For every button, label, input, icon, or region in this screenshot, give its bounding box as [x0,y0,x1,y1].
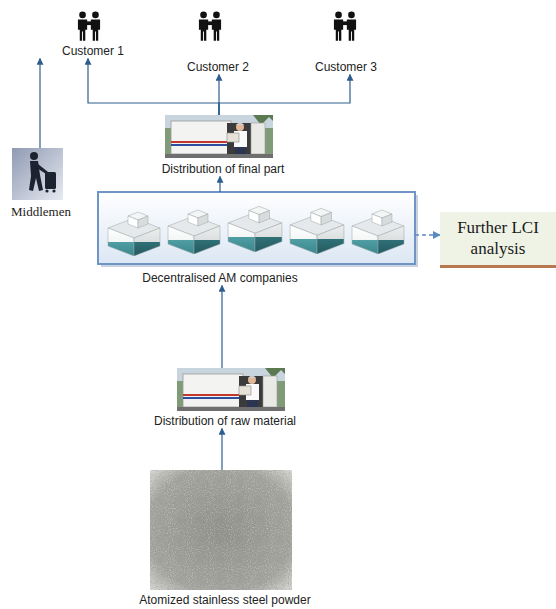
delivery-photo [177,368,285,411]
customer-node: Customer 2 [160,60,276,74]
customer-node: Customer 1 [30,44,156,58]
handshake-icon [334,12,356,41]
middlemen-node: Middlemen [0,148,82,220]
am-companies-box [98,192,418,267]
delivery-photo [165,115,273,158]
caption-text: Customer 2 [160,60,276,74]
caption-text: Customer 1 [30,44,156,58]
box-label: Further LCI analysis [444,218,552,259]
powder-photo [150,470,292,590]
customer-node: Customer 3 [288,60,404,74]
caption-text: Middlemen [0,204,82,220]
flow-arrow [221,285,222,368]
caption-text: Atomized stainless steel powder [112,593,338,607]
caption-text: Distribution of final part [140,162,306,176]
raw-material-node: Atomized stainless steel powder [112,470,338,607]
distribution-node: Distribution of raw material [132,368,318,428]
caption-text: Decentralised AM companies [100,271,340,285]
caption-text: Distribution of raw material [132,414,318,428]
distribution-node: Distribution of final part [140,115,306,176]
flow-arrow [39,58,40,148]
flow-arrow [219,176,220,192]
handshake-icon [78,12,100,41]
dashed-arrow [415,234,440,235]
flow-arrow [219,74,350,115]
caption-text: Customer 3 [288,60,404,74]
flow-arrow [221,428,222,470]
middlemen-photo [12,148,63,200]
analysis-box: Further LCI analysis [440,212,556,268]
am-companies-node: Decentralised AM companies [98,192,415,285]
handshake-icon [199,12,221,41]
